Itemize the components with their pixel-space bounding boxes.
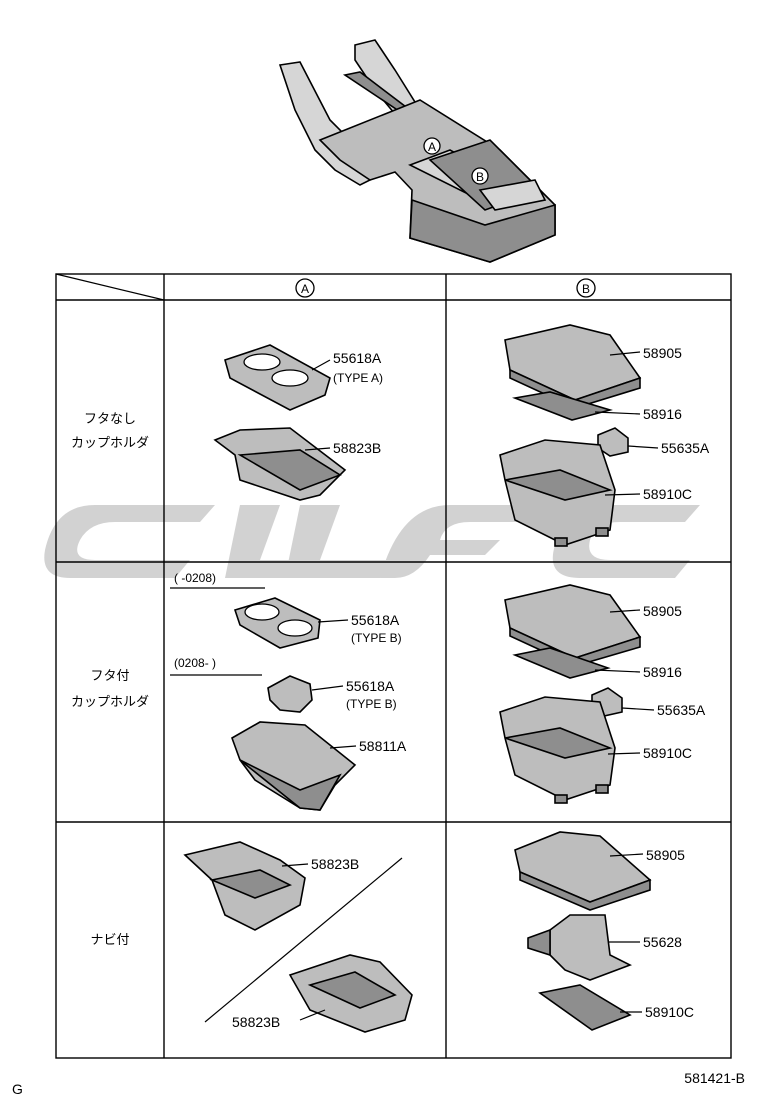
cell-r2-a: ( -0208) 55618A (TYPE B) (0208- ) 55618A… <box>170 571 407 811</box>
part-58823b: 58823B <box>333 440 381 456</box>
part-55628: 55628 <box>643 934 682 950</box>
cup-holder-box <box>213 427 347 501</box>
cup-holder-insert-type-b-early <box>233 597 321 649</box>
part-58905: 58905 <box>643 345 682 361</box>
armrest-lid-3 <box>514 831 652 911</box>
navi-base-pad <box>538 984 632 1031</box>
center-console-overview: A B <box>278 39 556 263</box>
part-58916: 58916 <box>643 406 682 422</box>
column-header-a: A <box>295 278 315 298</box>
navi-bracket <box>527 914 632 981</box>
navi-cup-holder-box-lower <box>288 954 413 1033</box>
part-58905-r2: 58905 <box>643 603 682 619</box>
parts-table-grid <box>55 273 732 1059</box>
part-58823b-upper: 58823B <box>311 856 359 872</box>
footer-left-code: G <box>12 1081 23 1097</box>
part-55618a-early: 55618A <box>351 612 400 628</box>
part-58910c-r2: 58910C <box>643 745 692 761</box>
row3-label-line1: ナビ付 <box>90 933 129 948</box>
part-58905-r3: 58905 <box>646 847 685 863</box>
part-55635a-r2: 55635A <box>657 702 706 718</box>
part-58916-r2: 58916 <box>643 664 682 680</box>
part-55618a-early-note: (TYPE B) <box>351 631 402 645</box>
lid-pad-2 <box>512 647 611 679</box>
row2-label-line1: フタ付 <box>90 669 129 684</box>
navi-cup-holder-box-upper <box>183 841 306 931</box>
part-55618a-note: (TYPE A) <box>333 371 383 385</box>
diagram-id: 581421-B <box>684 1070 745 1086</box>
console-box <box>499 439 616 547</box>
part-55618a: 55618A <box>333 350 382 366</box>
cell-r3-a: 58823B 58823B <box>183 841 413 1033</box>
column-b-label: B <box>582 282 590 296</box>
cup-holder-insert-type-a <box>224 344 331 411</box>
part-55618a-late-note: (TYPE B) <box>346 697 397 711</box>
armrest-lid-2 <box>504 584 642 667</box>
cup-holder-box-with-lid <box>231 721 357 811</box>
lid-pad <box>512 391 613 421</box>
part-58910c-r3: 58910C <box>645 1004 694 1020</box>
row1-label-line2: カップホルダ <box>71 436 149 451</box>
date-range-from-0208: (0208- ) <box>174 656 216 670</box>
cell-r1-a: 55618A (TYPE A) 58823B <box>213 344 383 501</box>
column-header-b: B <box>576 278 596 298</box>
part-55618a-late: 55618A <box>346 678 395 694</box>
cell-r1-b: 58905 58916 55635A 58910C <box>499 324 710 547</box>
row2-label-line2: カップホルダ <box>71 695 149 710</box>
console-marker-a: A <box>428 140 436 154</box>
column-a-label: A <box>301 282 309 296</box>
part-58910c: 58910C <box>643 486 692 502</box>
console-box-2 <box>499 696 616 804</box>
cup-holder-insert-type-b-late <box>267 675 313 713</box>
part-55635a: 55635A <box>661 440 710 456</box>
console-marker-b: B <box>476 170 484 184</box>
row1-label-line1: フタなし <box>84 412 136 427</box>
part-58823b-lower: 58823B <box>232 1014 280 1030</box>
cell-r2-b: 58905 58916 55635A 58910C <box>499 584 706 804</box>
cell-r3-b: 58905 55628 58910C <box>514 831 694 1031</box>
part-58811a: 58811A <box>359 738 407 754</box>
date-range-until-0208: ( -0208) <box>174 571 216 585</box>
